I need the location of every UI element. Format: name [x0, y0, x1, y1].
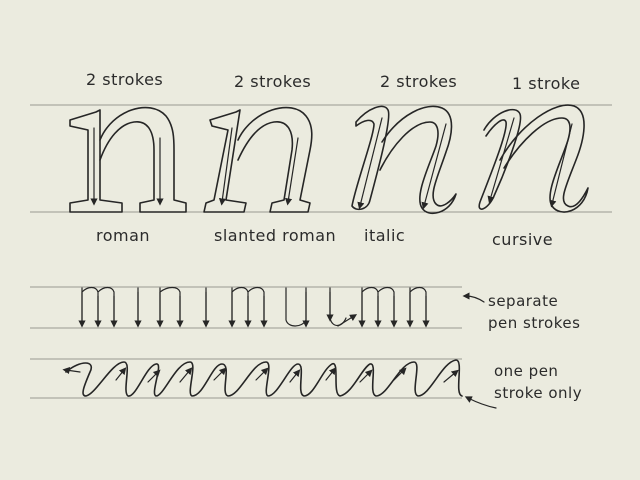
stroke-count-label-italic: 2 strokes — [380, 72, 458, 91]
note-one-stroke-line2: stroke only — [494, 384, 583, 402]
style-label-italic: italic — [364, 226, 406, 245]
note-one-stroke: one pen stroke only — [494, 360, 582, 404]
note-one-stroke-line1: one pen — [494, 362, 559, 380]
style-label-cursive: cursive — [492, 230, 554, 249]
pointer-arrow-separate — [462, 292, 485, 303]
word-minimum-one-stroke — [62, 359, 463, 397]
letter-roman-n — [69, 106, 187, 213]
letter-italic-n — [351, 105, 457, 215]
note-separate-line2: pen strokes — [488, 314, 581, 332]
stroke-count-label-slanted-roman: 2 strokes — [234, 72, 312, 91]
stroke-count-label-roman: 2 strokes — [86, 70, 164, 89]
stroke-count-label-cursive: 1 stroke — [512, 74, 581, 93]
pointer-arrow-one-stroke — [464, 396, 497, 409]
style-label-roman: roman — [96, 226, 151, 245]
letter-slanted-roman-n — [203, 106, 313, 213]
note-separate-strokes: separate pen strokes — [488, 290, 580, 334]
style-label-slanted-roman: slanted roman — [214, 226, 337, 245]
note-separate-line1: separate — [488, 292, 559, 310]
word-minimum-separate-strokes — [78, 286, 430, 328]
letter-cursive-n — [478, 104, 589, 213]
